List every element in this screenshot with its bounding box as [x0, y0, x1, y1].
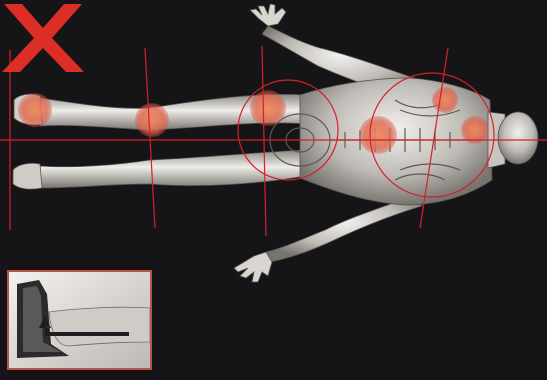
cross-mark: [0, 0, 86, 76]
hand-bottom: [234, 252, 272, 282]
hip-highlight: [250, 90, 286, 126]
footrest-inset: [7, 270, 152, 370]
hand-top: [250, 4, 286, 26]
upper-back-highlight: [432, 87, 458, 113]
ankle-highlight: [18, 93, 52, 127]
lower-back-highlight: [359, 116, 397, 154]
head: [498, 112, 538, 164]
foot-bottom: [13, 163, 42, 189]
footrest-arrow-diagram: [9, 272, 150, 368]
knee-highlight: [135, 103, 169, 137]
human-figure: [13, 4, 538, 282]
arm-lower: [266, 195, 422, 262]
